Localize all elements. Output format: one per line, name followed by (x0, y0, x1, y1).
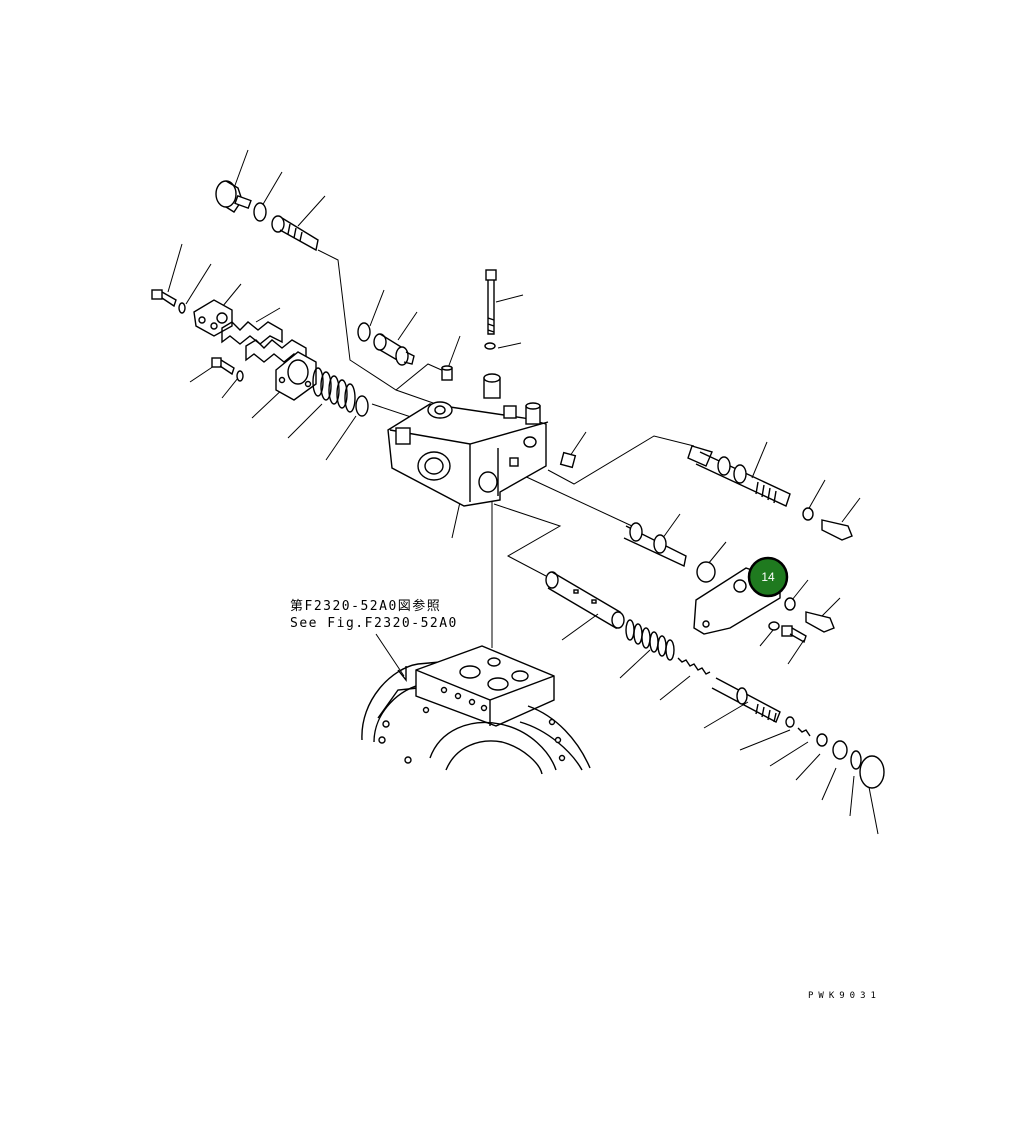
snap-ring-part (357, 322, 371, 342)
lower-spring-part (625, 619, 675, 661)
seat-part (816, 733, 828, 747)
drawing-code: PWK9031 (808, 991, 881, 1001)
washer-part-3 (484, 342, 496, 350)
small-nut-part (559, 451, 577, 469)
snap-ring-part-2 (850, 750, 862, 770)
assembly-guide-lines (317, 249, 695, 648)
cap-part (696, 561, 716, 583)
ball-part (785, 716, 795, 728)
valve-body (387, 373, 549, 507)
upper-left-parts (151, 180, 369, 417)
nut-part (802, 507, 814, 521)
small-plug-part (441, 365, 453, 381)
clip-part (821, 519, 853, 541)
tiny-spring-part (797, 727, 811, 737)
plug-part (215, 180, 252, 213)
mounting-housing (361, 645, 591, 775)
washer-part-4 (768, 621, 780, 631)
cover-disc-part (859, 755, 885, 789)
seal-ring-part (355, 395, 369, 417)
bracket-bolt-part (781, 625, 807, 644)
reference-text-en: See Fig.F2320-52A0 (290, 616, 458, 631)
sleeve-tube-part (545, 571, 625, 630)
reference-note: 第F2320-52A0図参照 See Fig.F2320-52A0 (290, 598, 458, 682)
lower-spool-assembly (545, 571, 885, 789)
callout-14[interactable]: 14 (747, 556, 789, 598)
o-ring-part (253, 202, 267, 222)
nut-part-2 (784, 597, 796, 611)
clip-part-2 (805, 611, 835, 633)
plug-part-2 (832, 740, 848, 760)
small-bolt-part (151, 289, 177, 308)
upper-middle-parts (357, 269, 497, 381)
lower-spool-part (711, 677, 781, 723)
flange-plate-part (193, 299, 233, 337)
cover-bolt-part (211, 357, 235, 376)
small-spring-part (677, 657, 711, 675)
washer-part-2 (236, 370, 244, 382)
right-side-parts (559, 445, 853, 644)
leader-lines (167, 149, 879, 835)
cover-part (275, 351, 317, 401)
reference-text-jp: 第F2320-52A0図参照 (290, 598, 441, 614)
spring-part (312, 367, 356, 413)
callout-number: 14 (761, 570, 775, 584)
upper-spool-part (687, 445, 791, 507)
callout-circle[interactable] (747, 556, 789, 598)
valve-bolt-part (271, 215, 319, 252)
middle-spool-part (623, 522, 687, 568)
reference-arrow-icon (397, 666, 407, 682)
washer-part (178, 302, 186, 314)
long-bolt-part (485, 269, 497, 335)
sleeve-part (373, 333, 415, 366)
